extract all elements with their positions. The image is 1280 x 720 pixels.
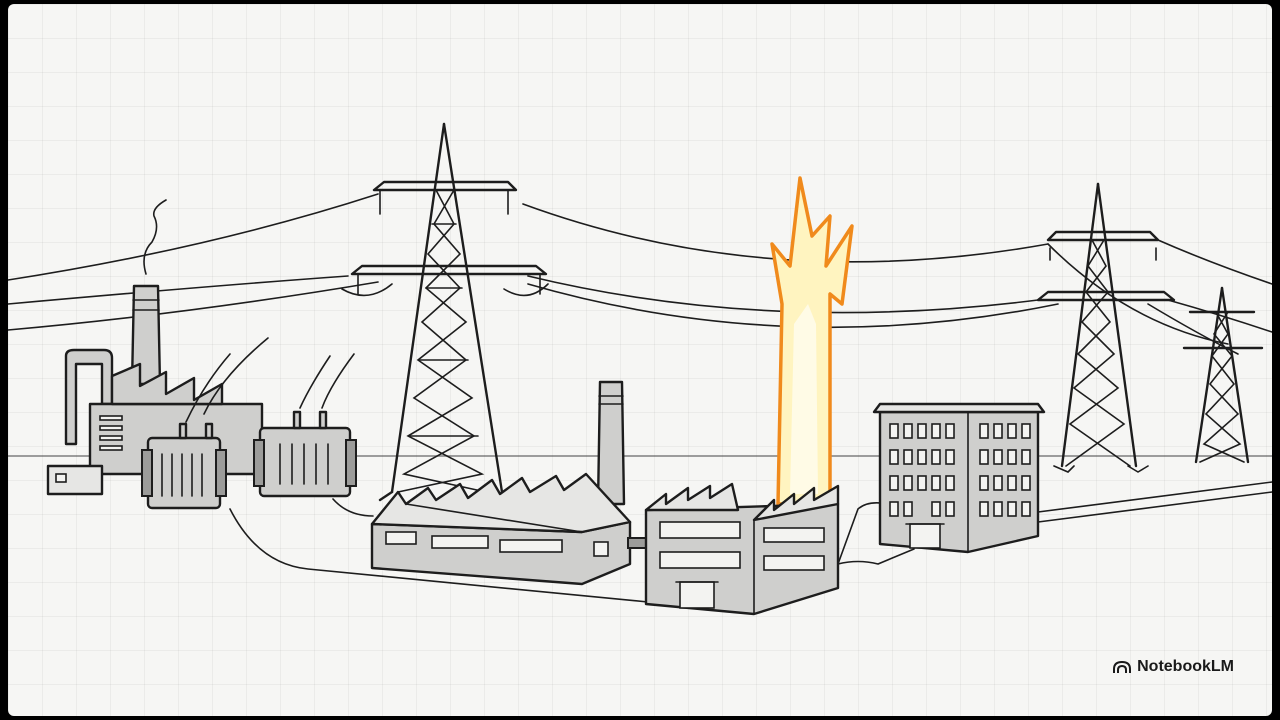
- transmission-tower-right: [1036, 182, 1176, 473]
- power-grid-illustration: [8, 122, 1272, 616]
- office-building: [872, 402, 1046, 554]
- office-windows: [889, 423, 1031, 517]
- notebooklm-logo-icon: [1113, 660, 1132, 673]
- brand-label: NotebookLM: [1137, 658, 1234, 675]
- power-plant: [46, 199, 357, 510]
- power-lines: [8, 193, 1272, 355]
- factory-central: [644, 482, 840, 616]
- flame-plume: [770, 176, 854, 506]
- ground-cables: [229, 481, 1272, 603]
- transmission-tower-far: [1182, 286, 1264, 464]
- factory-sawtooth: [370, 380, 651, 586]
- transmission-tower-large: [341, 122, 549, 502]
- illustration-frame: NotebookLM: [8, 4, 1272, 716]
- notebooklm-badge: NotebookLM: [1113, 658, 1234, 676]
